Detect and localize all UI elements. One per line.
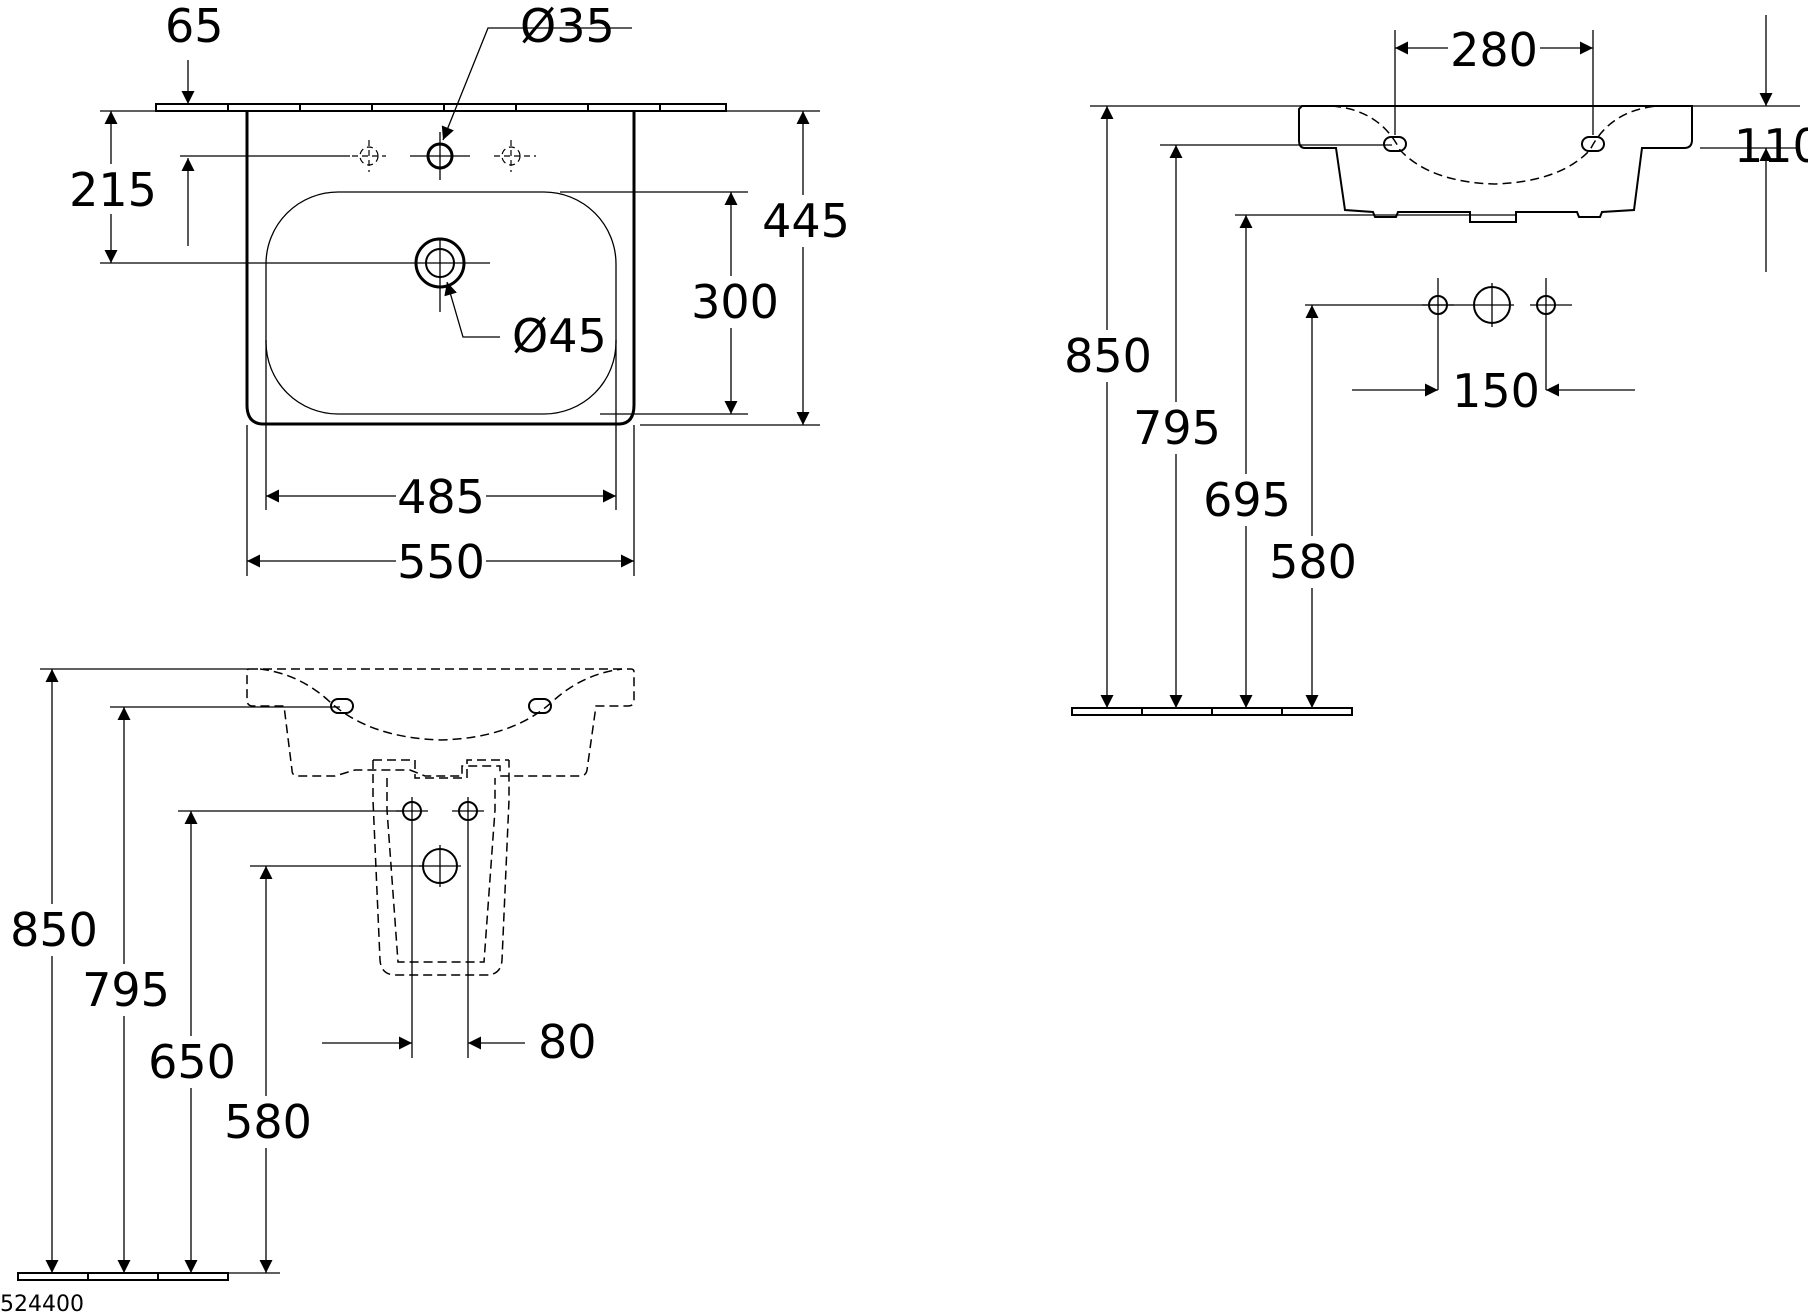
side-view-right: 280 110 150 850 bbox=[1064, 15, 1808, 716]
dim-rim-height: 850 bbox=[1064, 329, 1152, 383]
waste-hole-diameter: Ø45 bbox=[512, 309, 607, 363]
floor-strip-left bbox=[17, 1272, 280, 1281]
floor-strip bbox=[1071, 707, 1353, 716]
bowl-outline bbox=[265, 191, 617, 415]
top-view: 65 215 445 300 485 550 Ø35 Ø45 bbox=[69, 0, 850, 589]
dim-waste-level-left: 580 bbox=[224, 1095, 312, 1149]
product-code: 524400 bbox=[0, 1292, 84, 1315]
tap-slot-right bbox=[528, 698, 552, 714]
dim-bowl-width: 485 bbox=[397, 470, 485, 524]
dim-pedestal-supply-spacing: 80 bbox=[538, 1015, 597, 1069]
dim-tap-level: 795 bbox=[1133, 401, 1221, 455]
supply-holes-icon bbox=[1422, 278, 1572, 390]
basin-dashed-outline bbox=[246, 668, 635, 777]
pedestal-outline bbox=[372, 760, 510, 976]
tap-slot-left bbox=[330, 698, 354, 714]
dim-supply-spacing: 150 bbox=[1452, 364, 1540, 418]
dim-waste-level: 580 bbox=[1269, 535, 1357, 589]
dim-tap-spacing: 280 bbox=[1450, 23, 1538, 77]
waste-hole-icon bbox=[100, 237, 490, 312]
dim-tap-level-left: 795 bbox=[82, 963, 170, 1017]
bowl-dashed-inner bbox=[259, 668, 623, 741]
basin-front-outline bbox=[1298, 105, 1693, 223]
dim-tap-offset: 215 bbox=[69, 163, 157, 217]
tap-slot-right bbox=[1581, 136, 1605, 152]
bowl-dashed bbox=[1331, 105, 1659, 185]
dim-total-width: 550 bbox=[397, 535, 485, 589]
pedestal-inner bbox=[386, 778, 496, 963]
dim-bowl-depth: 300 bbox=[691, 275, 779, 329]
pedestal-supply-icon bbox=[396, 797, 484, 1058]
basin-outline bbox=[245, 111, 636, 426]
tap-hole-diameter: Ø35 bbox=[520, 0, 615, 53]
tap-hole-icon bbox=[410, 132, 470, 180]
dim-depth: 445 bbox=[762, 194, 850, 248]
dim-supply-level: 650 bbox=[148, 1035, 236, 1089]
pedestal-view: 80 850 795 650 580 bbox=[10, 668, 635, 1281]
dim-bottom-level: 695 bbox=[1203, 473, 1291, 527]
dim-height: 110 bbox=[1734, 119, 1808, 173]
wall-strip bbox=[155, 103, 727, 112]
tap-slot-left bbox=[1383, 136, 1407, 152]
dim-rim-height-left: 850 bbox=[10, 903, 98, 957]
dim-wall-gap: 65 bbox=[165, 0, 224, 53]
optional-tap-hole-icon bbox=[352, 140, 536, 172]
